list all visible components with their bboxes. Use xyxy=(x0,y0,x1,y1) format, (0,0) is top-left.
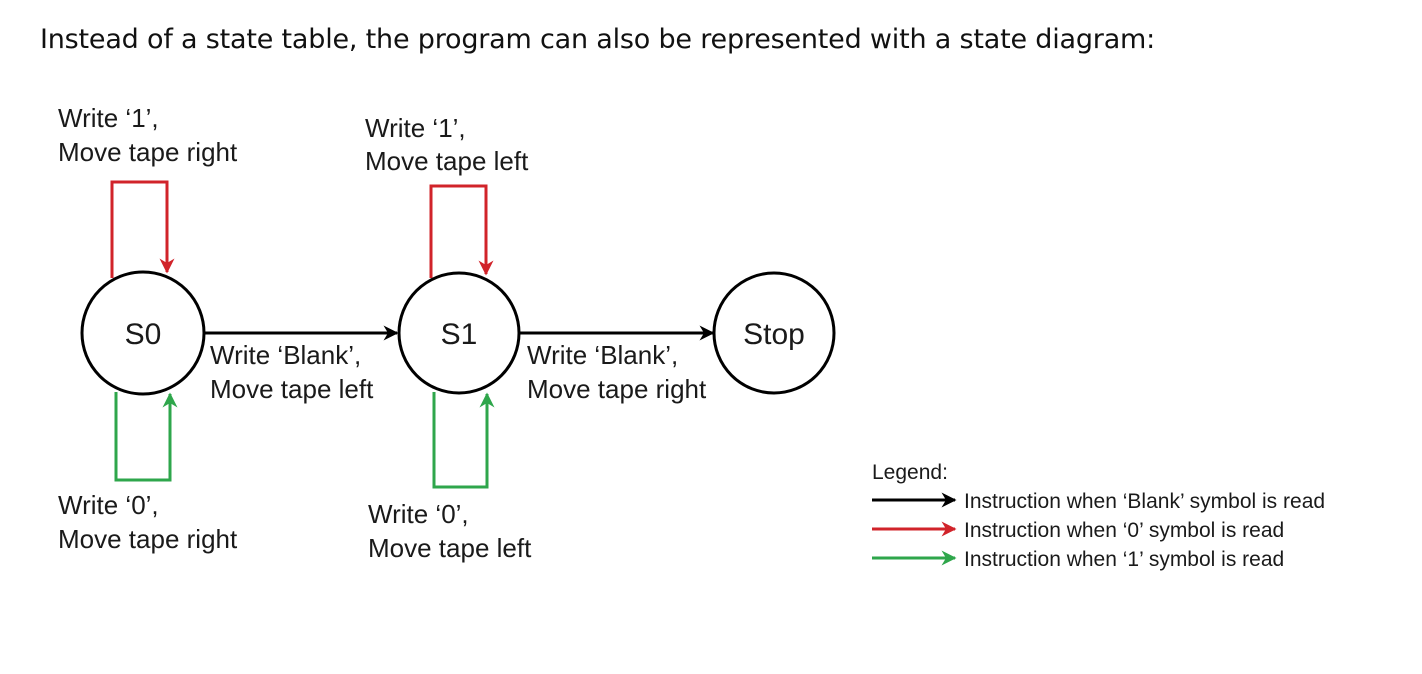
state-s0-label: S0 xyxy=(125,318,162,351)
s0-zero-loop-arrow xyxy=(110,180,175,278)
s1-one-loop-arrow xyxy=(432,392,495,489)
state-s1-label: S1 xyxy=(441,318,478,351)
s0-one-loop-label-line1: Write ‘0’, xyxy=(58,490,159,520)
legend-one-text: Instruction when ‘1’ symbol is read xyxy=(964,548,1284,571)
s0-zero-loop-label-line1: Write ‘1’, xyxy=(58,103,159,133)
s0-to-s1-label-line1: Write ‘Blank’, xyxy=(210,340,361,370)
s0-one-loop-arrow xyxy=(114,392,178,482)
legend-blank-text: Instruction when ‘Blank’ symbol is read xyxy=(964,490,1325,513)
s1-zero-loop-label-line1: Write ‘1’, xyxy=(365,113,466,143)
state-stop-circle xyxy=(712,271,836,395)
s0-one-loop-label-line2: Move tape right xyxy=(58,524,238,554)
state-s0-circle xyxy=(80,270,206,396)
s1-one-loop-label-line1: Write ‘0’, xyxy=(368,499,469,529)
state-s1-circle xyxy=(397,271,521,395)
s0-to-s1-label-line2: Move tape left xyxy=(210,374,374,404)
s1-zero-loop-label-line2: Move tape left xyxy=(365,146,529,176)
legend-title: Legend: xyxy=(872,461,948,484)
s1-to-stop-label-line1: Write ‘Blank’, xyxy=(527,340,678,370)
state-stop-label: Stop xyxy=(743,318,805,351)
legend-zero-text: Instruction when ‘0’ symbol is read xyxy=(964,519,1284,542)
s0-zero-loop-label-line2: Move tape right xyxy=(58,137,238,167)
s1-zero-loop-arrow xyxy=(429,184,494,278)
s1-one-loop-label-line2: Move tape left xyxy=(368,533,532,563)
s1-to-stop-label-line2: Move tape right xyxy=(527,374,707,404)
page-heading: Instead of a state table, the program ca… xyxy=(40,24,1156,55)
legend: Legend: Instruction when ‘Blank’ symbol … xyxy=(872,461,1325,571)
